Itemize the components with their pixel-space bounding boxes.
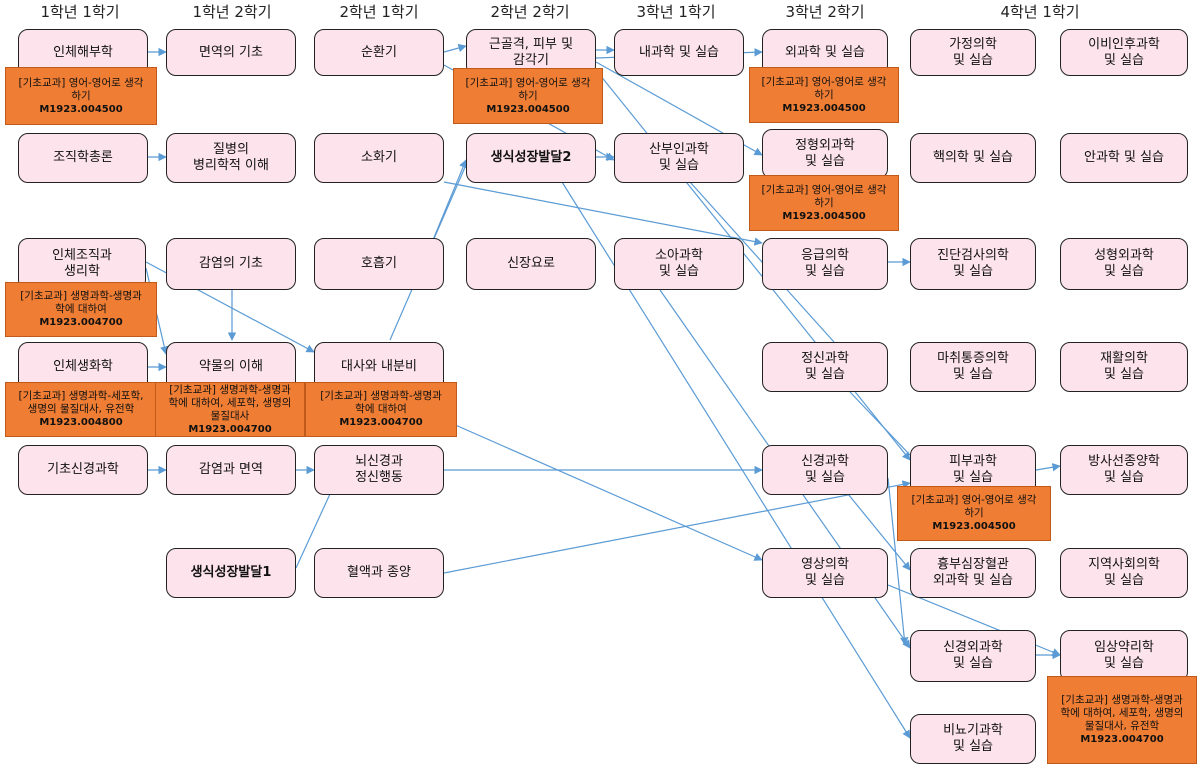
- course-box: 비뇨기과학 및 실습: [910, 714, 1036, 764]
- edge-metabolism-radiology: [443, 419, 763, 561]
- course-box: 흉부심장혈관 외과학 및 실습: [910, 548, 1036, 598]
- course-box: 면역의 기초: [166, 29, 296, 76]
- note-code: M1923.004500: [782, 102, 866, 114]
- edge-digestive-emergency: [443, 181, 763, 246]
- semester-header-y1s2: 1학년 2학기: [192, 3, 272, 21]
- course-box: 가정의학 및 실습: [910, 29, 1036, 76]
- course-box: 응급의학 및 실습: [762, 238, 888, 290]
- course-box: 마취통증의학 및 실습: [910, 342, 1036, 392]
- edge-psychiatry-dermatology: [849, 391, 911, 456]
- semester-header-y1s1: 1학년 1학기: [40, 3, 120, 21]
- foundation-note: [기초교과] 생명과학-생명과 학에 대하여 M1923.004700: [5, 282, 157, 337]
- course-box: 혈액과 종양: [314, 548, 444, 598]
- note-code: M1923.004700: [1080, 734, 1164, 745]
- semester-header-y2s2: 2학년 2학기: [490, 3, 570, 21]
- course-box: 성형외과학 및 실습: [1060, 238, 1188, 290]
- note-text: [기초교과] 영어-영어로 생각 하기: [465, 76, 591, 102]
- course-box: 소화기: [314, 133, 444, 183]
- edge-circulation-musculo: [443, 43, 467, 53]
- note-text: [기초교과] 영어-영어로 생각 하기: [911, 494, 1037, 519]
- note-code: M1923.004500: [782, 210, 866, 222]
- note-text: [기초교과] 생명과학-생명과 학에 대하여: [320, 390, 442, 415]
- edge-neurology-neurosurgery: [887, 477, 909, 646]
- course-box: 재활의학 및 실습: [1060, 342, 1188, 392]
- edge-repro1-brain: [295, 493, 331, 569]
- note-text: [기초교과] 영어-영어로 생각 하기: [761, 183, 887, 209]
- foundation-note: [기초교과] 영어-영어로 생각 하기 M1923.004500: [749, 175, 899, 231]
- edge-blood-dermatology: [443, 480, 911, 574]
- note-text: [기초교과] 영어-영어로 생각 하기: [761, 75, 887, 101]
- note-text: [기초교과] 생명과학-세포학, 생명의 물질대사, 유전학: [18, 390, 144, 415]
- semester-header-y3s1: 3학년 1학기: [636, 3, 716, 21]
- course-box: 신경외과학 및 실습: [910, 630, 1036, 682]
- note-code: M1923.004500: [932, 521, 1016, 532]
- note-text: [기초교과] 생명과학-생명과 학에 대하여: [20, 290, 142, 315]
- foundation-note: [기초교과] 생명과학-생명과 학에 대하여, 세포학, 생명의 물질대사, 유…: [1047, 676, 1197, 764]
- course-box: 조직학총론: [18, 133, 148, 183]
- semester-header-y2s1: 2학년 1학기: [339, 3, 419, 21]
- course-box: 감염과 면역: [166, 445, 296, 495]
- foundation-note: [기초교과] 생명과학-세포학, 생명의 물질대사, 유전학 M1923.004…: [5, 382, 157, 437]
- course-box: 임상약리학 및 실습: [1060, 630, 1188, 682]
- note-code: M1923.004700: [39, 317, 123, 328]
- course-box: 영상의학 및 실습: [762, 548, 888, 598]
- note-code: M1923.004800: [39, 417, 123, 428]
- course-box: 정형외과학 및 실습: [762, 129, 888, 179]
- edge-respiratory-repro2: [432, 159, 467, 241]
- course-box: 정신과학 및 실습: [762, 342, 888, 392]
- foundation-note: [기초교과] 생명과학-생명과 학에 대하여, 세포학, 생명의 물질대사 M1…: [155, 382, 305, 437]
- course-box: 신경과학 및 실습: [762, 445, 888, 495]
- course-box: 호흡기: [314, 238, 444, 290]
- note-code: M1923.004500: [39, 103, 123, 115]
- foundation-note: [기초교과] 영어-영어로 생각 하기 M1923.004500: [5, 67, 157, 125]
- course-box: 내과학 및 실습: [614, 29, 744, 76]
- course-box: 핵의학 및 실습: [910, 133, 1036, 183]
- course-box: 인체조직과 생리학: [18, 238, 146, 290]
- course-box: 생식성장발달1: [166, 548, 296, 598]
- course-box: 감염의 기초: [166, 238, 296, 290]
- course-box: 진단검사의학 및 실습: [910, 238, 1036, 290]
- course-box: 방사선종양학 및 실습: [1060, 445, 1188, 495]
- course-box: 신장요로: [466, 238, 596, 290]
- foundation-note: [기초교과] 생명과학-생명과 학에 대하여 M1923.004700: [305, 382, 457, 437]
- semester-header-y3s2: 3학년 2학기: [785, 3, 865, 21]
- course-box: 기초신경과학: [18, 445, 148, 495]
- note-text: [기초교과] 생명과학-생명과 학에 대하여, 세포학, 생명의 물질대사: [168, 383, 292, 422]
- edge-dermatology-radiation: [1035, 463, 1061, 472]
- note-code: M1923.004500: [486, 103, 570, 115]
- note-text: [기초교과] 영어-영어로 생각 하기: [18, 76, 144, 102]
- course-box: 이비인후과학 및 실습: [1060, 29, 1188, 76]
- course-box: 생식성장발달2: [466, 133, 596, 183]
- course-box: 소아과학 및 실습: [614, 238, 744, 290]
- course-box: 지역사회의학 및 실습: [1060, 548, 1188, 598]
- course-box: 산부인과학 및 실습: [614, 133, 744, 183]
- edge-neurology-thoracic: [847, 493, 911, 571]
- semester-header-y4s1: 4학년 1학기: [1000, 3, 1080, 21]
- course-box: 뇌신경과 정신행동: [314, 445, 444, 495]
- foundation-note: [기초교과] 영어-영어로 생각 하기 M1923.004500: [453, 68, 603, 124]
- note-code: M1923.004700: [188, 423, 272, 435]
- note-code: M1923.004700: [339, 417, 423, 428]
- foundation-note: [기초교과] 영어-영어로 생각 하기 M1923.004500: [897, 486, 1051, 541]
- note-text: [기초교과] 생명과학-생명과 학에 대하여, 세포학, 생명의 물질대사, 유…: [1060, 694, 1184, 732]
- course-box: 질병의 병리학적 이해: [166, 133, 296, 183]
- course-box: 순환기: [314, 29, 444, 76]
- foundation-note: [기초교과] 영어-영어로 생각 하기 M1923.004500: [749, 67, 899, 123]
- course-box: 안과학 및 실습: [1060, 133, 1188, 183]
